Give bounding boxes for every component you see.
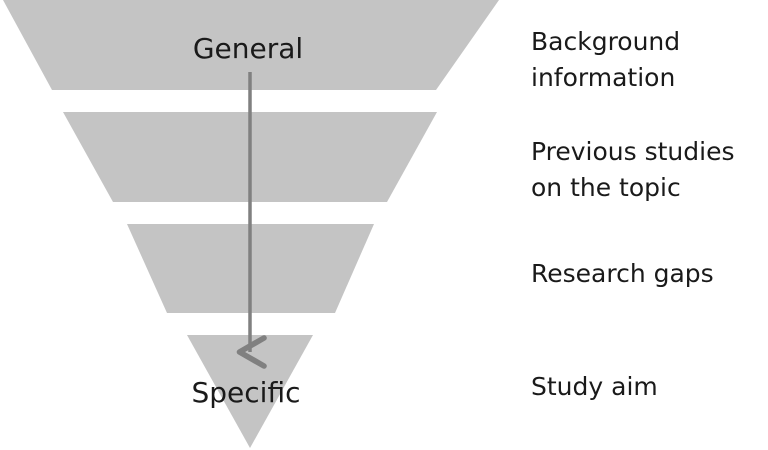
level-label-previous-studies: Previous studies on the topic xyxy=(531,134,735,206)
general-label: General xyxy=(193,32,303,65)
level-label-line: Research gaps xyxy=(531,259,714,288)
level-label-background-information: Background information xyxy=(531,24,680,96)
level-label-study-aim: Study aim xyxy=(531,369,658,405)
funnel-level-1 xyxy=(3,0,499,90)
specific-label: Specific xyxy=(192,376,301,409)
level-label-line: Study aim xyxy=(531,372,658,401)
level-label-line: Previous studies xyxy=(531,137,735,166)
level-label-line: on the topic xyxy=(531,173,681,202)
level-label-research-gaps: Research gaps xyxy=(531,256,714,292)
level-label-line: information xyxy=(531,63,676,92)
level-label-line: Background xyxy=(531,27,681,56)
funnel-level-4 xyxy=(187,335,313,448)
